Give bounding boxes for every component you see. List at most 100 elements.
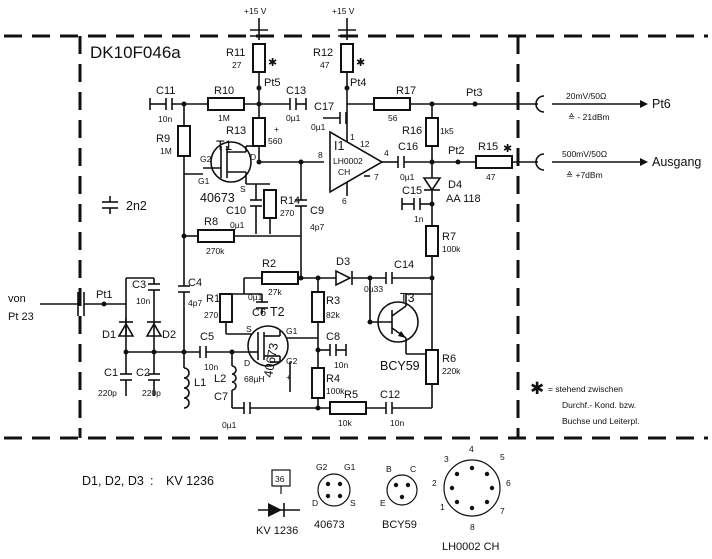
svg-text:2: 2 (432, 478, 437, 488)
svg-text:12: 12 (360, 139, 370, 149)
svg-text:40673: 40673 (200, 191, 235, 205)
svg-text:D2: D2 (162, 329, 176, 341)
plus-mark: + (286, 372, 291, 382)
resistor-r1: R1 270 (204, 293, 252, 335)
svg-text:10n: 10n (204, 362, 218, 372)
capacitor-c9: C9 4p7 (295, 199, 324, 236)
svg-text:C12: C12 (380, 389, 400, 401)
supply-left: +15 V (244, 6, 268, 40)
svg-text:D: D (250, 152, 256, 162)
svg-text:R7: R7 (442, 231, 456, 243)
svg-text:R6: R6 (442, 353, 456, 365)
svg-text:10n: 10n (334, 360, 348, 370)
svg-text:≙ - 21dBm: ≙ - 21dBm (568, 112, 610, 122)
supply-right: +15 V (332, 6, 356, 40)
svg-text:40673: 40673 (314, 519, 345, 531)
svg-text:4p7: 4p7 (310, 222, 324, 232)
svg-text:C11: C11 (156, 85, 175, 97)
svg-text:C8: C8 (326, 331, 340, 343)
svg-text:G1: G1 (286, 326, 298, 336)
svg-text:6: 6 (342, 196, 347, 206)
diode-d2: D2 (145, 308, 176, 352)
testpoint-pt5: Pt5 (264, 77, 281, 89)
svg-text:S: S (350, 498, 356, 508)
svg-text:LH0002: LH0002 (333, 156, 363, 166)
svg-text:+15 V: +15 V (244, 6, 267, 16)
pinout-kv1236: 36 KV 1236 (256, 469, 300, 537)
svg-text:R4: R4 (326, 373, 340, 385)
resistor-r6: R6 220k (425, 349, 461, 385)
svg-text:R1: R1 (206, 293, 220, 305)
svg-text:220p: 220p (142, 388, 161, 398)
svg-text:10n: 10n (136, 296, 150, 306)
svg-text:4: 4 (384, 148, 389, 158)
testpoint-pt3: Pt3 (466, 87, 483, 99)
svg-text:T3: T3 (400, 291, 415, 305)
svg-text:E: E (380, 498, 386, 508)
svg-text:1: 1 (440, 502, 445, 512)
svg-text:R15: R15 (478, 141, 498, 153)
svg-text:C13: C13 (286, 85, 306, 97)
testpoint-pt2: Pt2 (448, 145, 465, 157)
svg-text:8: 8 (470, 522, 475, 532)
svg-text:0µ33: 0µ33 (364, 284, 383, 294)
svg-text:7: 7 (500, 506, 505, 516)
svg-text:0µ1: 0µ1 (222, 420, 237, 430)
svg-text:LH0002 CH: LH0002 CH (442, 541, 500, 553)
svg-text:C14: C14 (394, 259, 414, 271)
svg-text:✱: ✱ (530, 379, 544, 398)
pinout-lh0002: 1 2 3 4 5 6 7 8 LH0002 CH (432, 444, 511, 553)
svg-text:270: 270 (280, 208, 294, 218)
svg-text:D: D (244, 358, 250, 368)
svg-text:BCY59: BCY59 (380, 359, 420, 373)
capacitor-c13: C13 0µ1 + (274, 85, 307, 134)
svg-text:1n: 1n (414, 214, 424, 224)
svg-text:G2: G2 (286, 356, 298, 366)
svg-text:G1: G1 (198, 176, 210, 186)
svg-text:KV 1236: KV 1236 (256, 525, 298, 537)
resistor-r8: R8 270k (197, 216, 235, 256)
capacitor-c8: C8 10n (318, 331, 348, 370)
output-jack-ausgang: 500mV/50Ω ≙ +7dBm Ausgang (535, 149, 701, 180)
capacitor-c1: C1 220p (98, 352, 132, 398)
diode-d4: D4 AA 118 (422, 162, 481, 205)
output-dest-ausgang: Ausgang (652, 155, 701, 169)
svg-text:100k: 100k (326, 386, 345, 396)
svg-text:C7: C7 (214, 391, 228, 403)
pinout-bcy59: B C E BCY59 (380, 464, 418, 531)
input-feedthrough: von Pt 23 (8, 292, 85, 323)
svg-text:220k: 220k (442, 366, 461, 376)
svg-text:5: 5 (500, 452, 505, 462)
svg-text:C15: C15 (402, 185, 422, 197)
svg-text:+15 V: +15 V (332, 6, 355, 16)
resistor-r17: R17 56 (373, 85, 416, 123)
svg-text:≙ +7dBm: ≙ +7dBm (566, 170, 603, 180)
svg-text:R17: R17 (396, 85, 416, 97)
svg-text:T1: T1 (216, 137, 233, 153)
mount-note-mark: ✱ (356, 57, 365, 69)
svg-text:40673: 40673 (261, 342, 281, 379)
svg-text:D1: D1 (102, 329, 116, 341)
svg-text:C4: C4 (188, 277, 202, 289)
testpoint-pt1: Pt1 (96, 289, 113, 301)
svg-text:C9: C9 (310, 205, 324, 217)
capacitor-c10: C10 0µ1 (226, 184, 262, 234)
svg-text:= stehend zwischen: = stehend zwischen (548, 384, 623, 394)
capacitor-c14: C14 0µ33 (364, 259, 414, 294)
svg-text:47: 47 (320, 60, 330, 70)
svg-text:von: von (8, 293, 26, 305)
diode-d1: D1 (102, 318, 135, 341)
svg-text:10n: 10n (158, 114, 172, 124)
svg-text:0µ1: 0µ1 (248, 292, 263, 302)
svg-text:1: 1 (350, 132, 355, 142)
mount-note-mark: ✱ (503, 143, 512, 155)
capacitor-c16: C16 0µ1 (397, 141, 418, 182)
svg-text:0µ1: 0µ1 (400, 172, 415, 182)
capacitor-c3: C3 10n (125, 277, 160, 352)
capacitor-c7: C7 0µ1 (214, 391, 290, 430)
capacitor-c4: C4 4p7 (178, 236, 202, 352)
svg-text:L2: L2 (214, 373, 226, 385)
svg-text:G2: G2 (200, 154, 212, 164)
resistor-r9: R9 1M (156, 125, 191, 157)
capacitor-c15: C15 1n (401, 185, 432, 224)
